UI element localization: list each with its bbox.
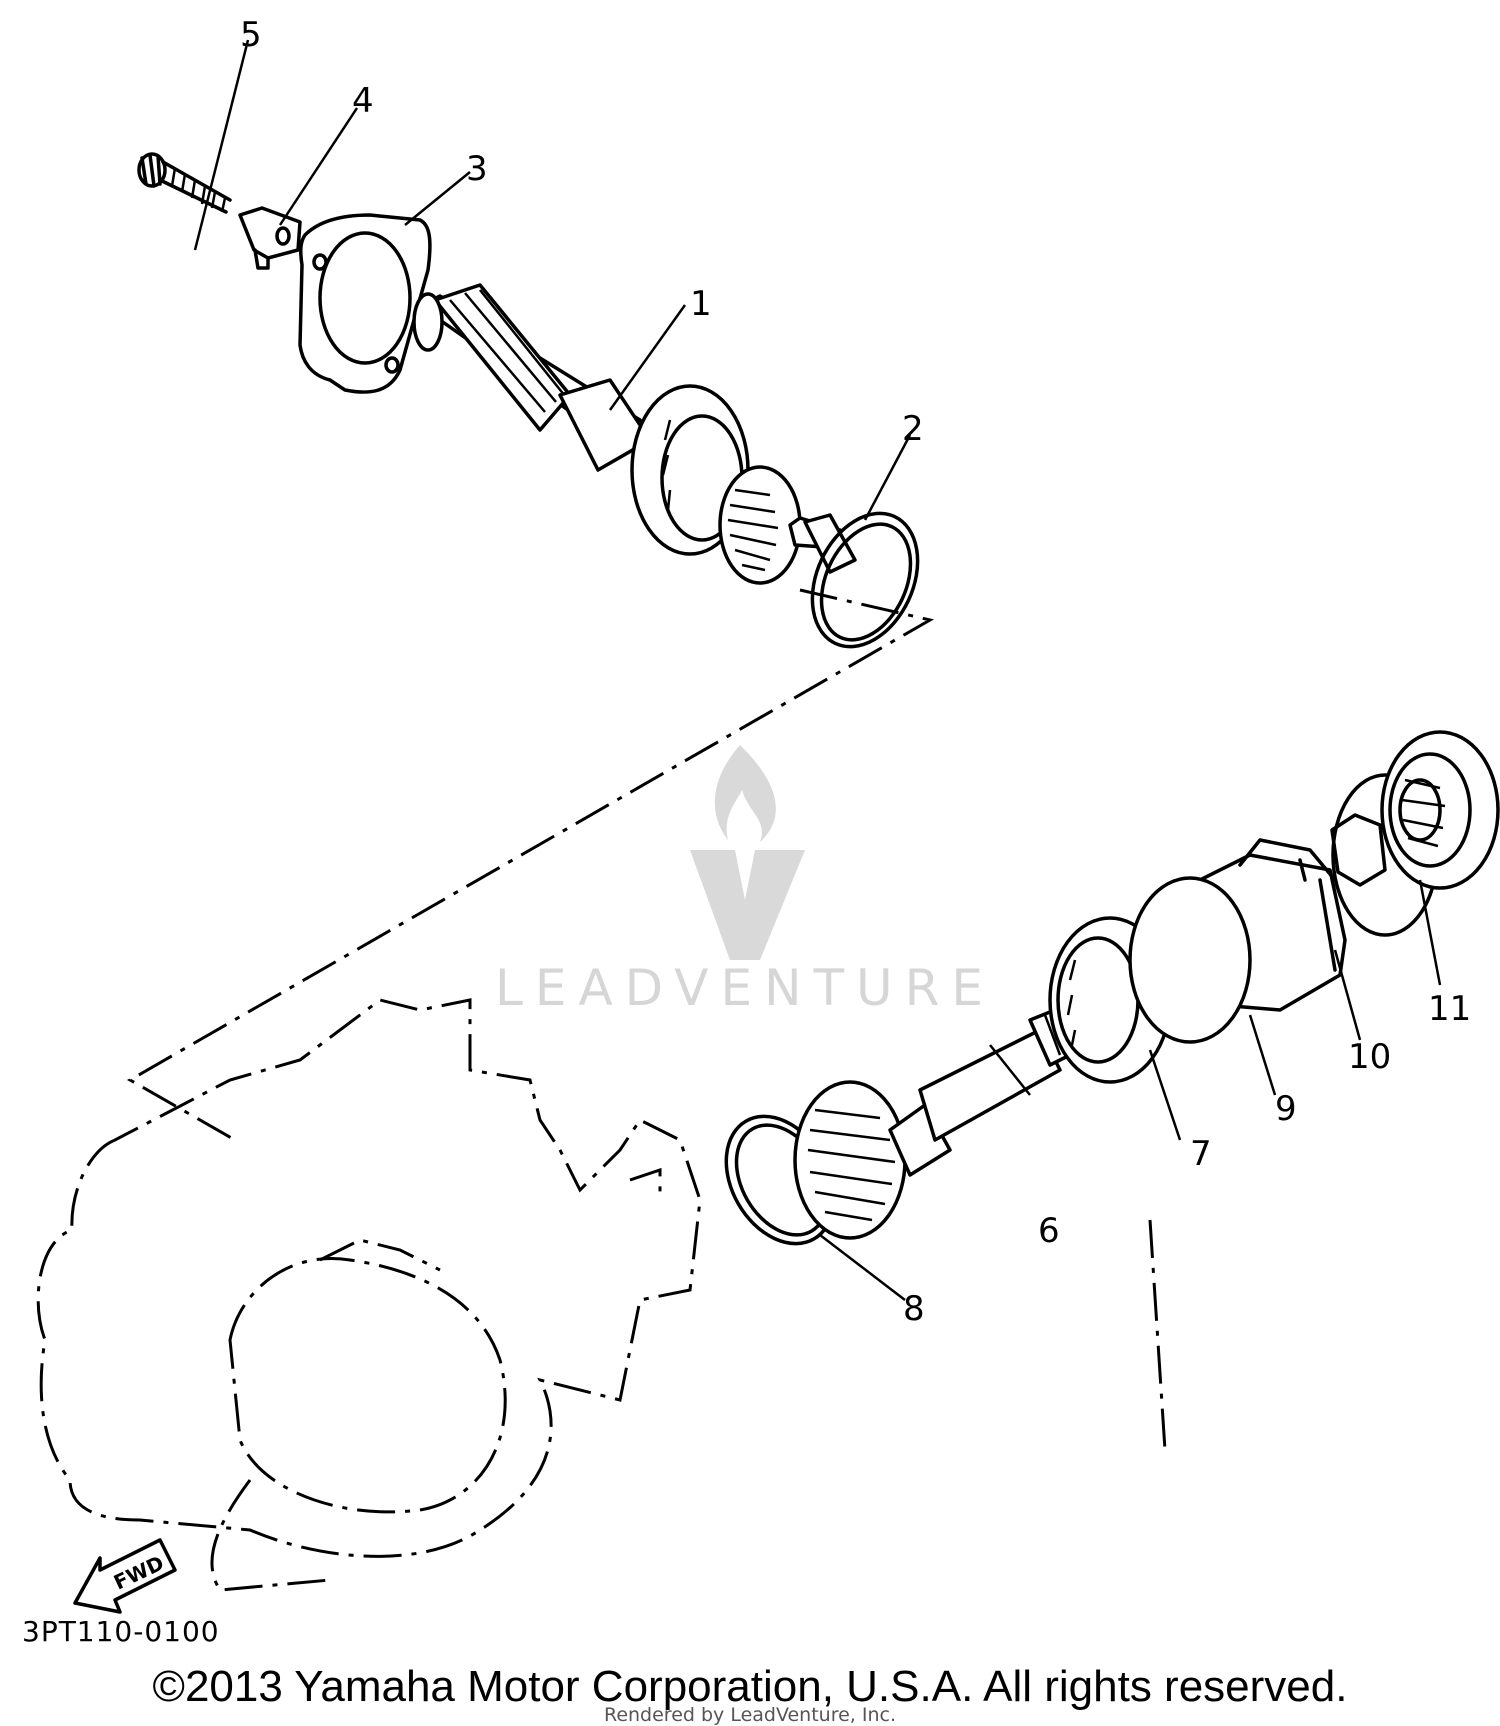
callout-6: 6 [1038, 1211, 1060, 1251]
callout-7: 7 [1190, 1134, 1212, 1174]
part-11-seal [1380, 730, 1500, 890]
flame-logo-icon [714, 745, 776, 842]
part-4-clamp [238, 206, 302, 270]
rendered-by-credit: Rendered by LeadVenture, Inc. [603, 1704, 897, 1726]
copyright-notice: ©2013 Yamaha Motor Corporation, U.S.A. A… [152, 1662, 1348, 1711]
leader-lines [193, 39, 1442, 1301]
callout-2: 2 [902, 409, 924, 449]
callout-9: 9 [1275, 1089, 1297, 1129]
callout-8: 8 [903, 1289, 925, 1329]
engine-outline [36, 998, 1167, 1592]
callout-1: 1 [690, 284, 712, 324]
part-1-drive-shaft [412, 283, 857, 585]
v-logo-icon [690, 850, 805, 960]
diagram-code: 3PT110-0100 [22, 1615, 220, 1648]
part-5-screw [137, 152, 232, 214]
assembly-guide-line [126, 588, 935, 1142]
callout-10: 10 [1348, 1037, 1391, 1077]
part-2-circlip [810, 511, 920, 649]
watermark-text: LEADVENTURE [495, 959, 995, 1017]
fwd-arrow-icon: FWD [73, 1538, 177, 1614]
callout-4: 4 [352, 81, 374, 121]
callout-11: 11 [1428, 989, 1471, 1029]
leadventure-watermark: LEADVENTURE [495, 745, 995, 1017]
callout-labels: 1 2 3 4 5 6 7 8 9 10 11 [240, 15, 1471, 1329]
part-9-coupling [1128, 838, 1347, 1044]
part-3-gasket-plate [298, 213, 432, 394]
callout-3: 3 [466, 149, 488, 189]
callout-5: 5 [240, 15, 262, 55]
